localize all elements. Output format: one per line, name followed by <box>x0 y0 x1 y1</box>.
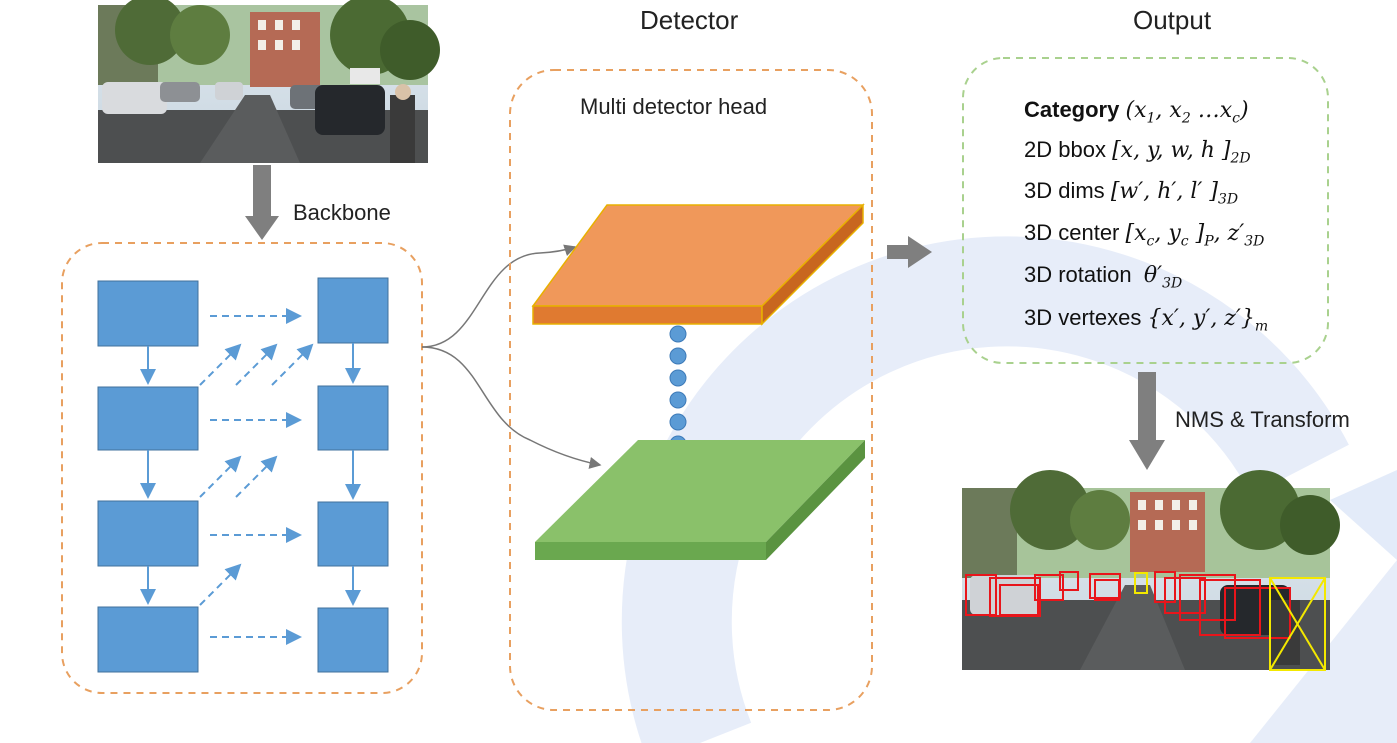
output-category-line: Category (x1, x2 …xc) <box>1024 97 1249 126</box>
backbone-lateral-arrows <box>210 308 302 645</box>
detected-car-boxes <box>965 571 1291 639</box>
category-expr-part: , x <box>1155 98 1182 123</box>
output-3d-rotation-line: 3D rotation θ′3D <box>1024 262 1182 291</box>
backbone-block <box>317 385 389 451</box>
category-sub: c <box>1232 110 1240 127</box>
backbone-block <box>317 501 389 567</box>
bbox2d-expr: [x, y, w, h ] <box>1112 138 1231 163</box>
vertexes3d-expr: {x′, y′, z′} <box>1147 306 1255 331</box>
output-3d-dims-label: 3D dims <box>1024 178 1105 203</box>
backbone-blocks <box>97 277 389 673</box>
backbone-block <box>97 606 199 673</box>
category-sub: 1 <box>1146 110 1156 127</box>
input-street-image <box>98 0 440 163</box>
output-2d-bbox-label: 2D bbox <box>1024 137 1106 162</box>
output-container <box>962 57 1329 364</box>
nms-transform-label: NMS & Transform <box>1175 407 1350 432</box>
output-3d-vertexes-line: 3D vertexes {x′, y′, z′}m <box>1024 305 1268 334</box>
backbone-block <box>97 500 199 567</box>
dims3d-expr: [w′, h′, l′ ] <box>1110 179 1218 204</box>
center-sub: P <box>1204 233 1214 250</box>
backbone-label: Backbone <box>293 200 391 225</box>
center-expr-part: ] <box>1188 221 1205 246</box>
backbone-block <box>317 607 389 673</box>
arrow-detector-to-output <box>887 236 932 268</box>
category-expr-part: (x <box>1125 98 1147 123</box>
category-expr-part: ) <box>1239 98 1249 123</box>
vertexes3d-sub: m <box>1254 318 1269 335</box>
bottom-feature-layer <box>535 440 865 560</box>
rotation3d-expr: θ′ <box>1143 263 1163 288</box>
output-3d-center-line: 3D center [xc, yc ]P, z′3D <box>1024 220 1264 249</box>
multi-detector-head-label: Multi detector head <box>580 94 768 119</box>
center-sub: c <box>1180 233 1189 250</box>
backbone-container <box>61 242 423 694</box>
category-sub: 2 <box>1181 110 1191 127</box>
top-feature-layer <box>531 203 865 326</box>
output-street-image <box>962 470 1340 671</box>
backbone-block <box>97 280 199 347</box>
center-expr-part: [x <box>1125 221 1147 246</box>
bbox2d-sub: 2D <box>1230 150 1251 167</box>
detector-container <box>509 69 873 711</box>
category-expr-part: …x <box>1190 98 1233 123</box>
output-3d-vertexes-label: 3D vertexes <box>1024 305 1142 330</box>
center-sub: 3D <box>1244 233 1265 250</box>
center-sub: c <box>1146 233 1155 250</box>
backbone-to-detector-connectors <box>421 244 602 469</box>
dims3d-sub: 3D <box>1217 191 1239 208</box>
output-3d-dims-line: 3D dims [w′, h′, l′ ]3D <box>1024 178 1238 207</box>
backbone-diagonal-arrows <box>199 343 314 606</box>
output-2d-bbox-line: 2D bbox [x, y, w, h ]2D <box>1024 137 1251 166</box>
center-expr-part: , y <box>1154 221 1181 246</box>
output-title: Output <box>1133 5 1212 35</box>
backbone-block <box>97 386 199 451</box>
output-3d-rotation-label: 3D rotation <box>1024 262 1132 287</box>
detected-pedestrian-boxes <box>1134 572 1326 671</box>
output-category-label: Category <box>1024 97 1120 122</box>
arrow-input-to-backbone <box>245 165 279 240</box>
output-3d-center-label: 3D center <box>1024 220 1120 245</box>
rotation3d-sub: 3D <box>1162 275 1183 292</box>
arrow-output-to-result <box>1129 372 1165 470</box>
detector-title: Detector <box>640 5 739 35</box>
backbone-block <box>317 277 389 344</box>
backbone-vertical-arrows <box>140 343 361 606</box>
center-expr-part: , z′ <box>1213 221 1245 246</box>
